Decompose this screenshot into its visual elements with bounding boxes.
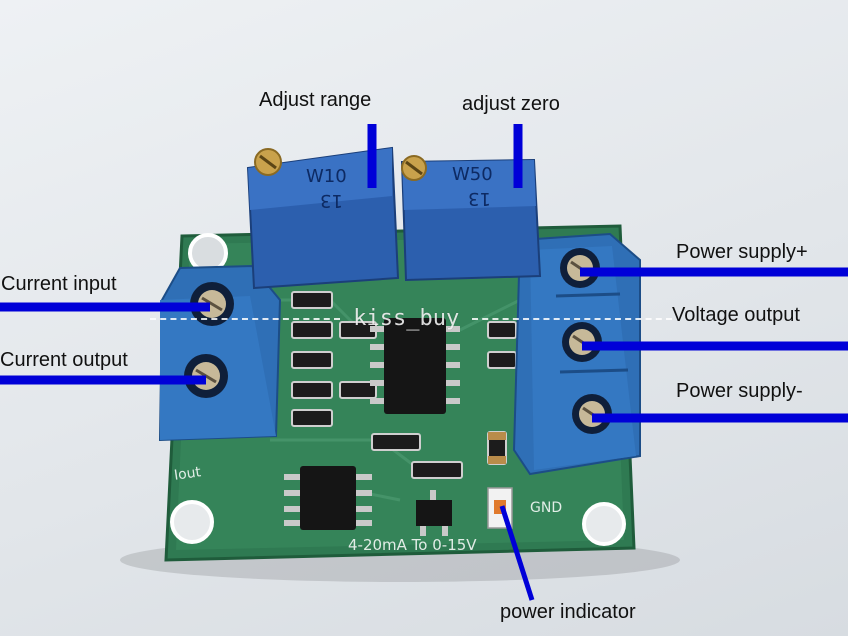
label-adjust-zero: adjust zero <box>462 93 560 115</box>
pointer-lines <box>0 124 848 423</box>
pointer-power-indicator <box>499 505 535 601</box>
screw-terminal-icon <box>158 264 282 442</box>
trimmer-potentiometer-icon <box>400 155 542 282</box>
ic-chip-icon <box>370 318 460 414</box>
label-power-supply-minus: Power supply- <box>676 380 803 402</box>
pot-right-number: 13 <box>468 188 491 209</box>
smd-components <box>291 291 517 479</box>
mounting-hole-icon <box>170 233 626 546</box>
silk-spec: 4-20mA To 0-15V <box>348 536 477 554</box>
watermark-text: kiss_buy <box>353 306 460 331</box>
label-current-output: Current output <box>0 349 128 371</box>
transistor-icon <box>416 490 452 536</box>
label-power-indicator: power indicator <box>500 601 636 623</box>
label-adjust-range: Adjust range <box>259 89 372 111</box>
ic-chip-icon <box>284 466 372 530</box>
label-voltage-output: Voltage output <box>672 304 800 326</box>
watermark: kiss_buy <box>150 306 690 334</box>
label-current-input: Current input <box>1 273 117 295</box>
pot-right-code: W50 <box>452 164 493 185</box>
label-power-supply-plus: Power supply+ <box>676 241 808 263</box>
pot-left-number: 13 <box>320 190 343 211</box>
silk-gnd: GND <box>530 500 563 516</box>
trimmer-potentiometer-icon <box>246 146 400 290</box>
pot-left-code: W10 <box>306 166 347 187</box>
